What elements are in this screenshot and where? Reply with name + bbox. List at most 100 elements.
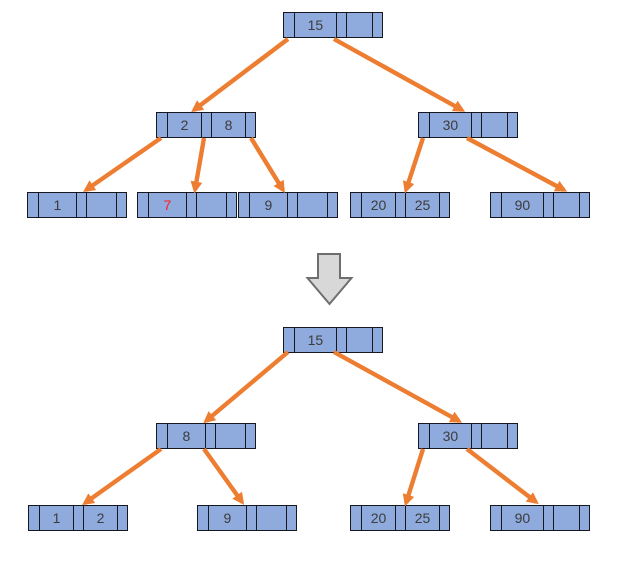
pointer-cell [542, 506, 553, 530]
key-cell: 15 [294, 13, 336, 37]
key-cell [552, 506, 579, 530]
btree-node-before-leaf-90: 90 [490, 192, 590, 218]
key-cell: 90 [501, 193, 543, 217]
pointer-cell [335, 13, 346, 37]
key-value: 1 [52, 510, 61, 526]
key-cell: 15 [294, 328, 336, 352]
pointer-cell [73, 506, 83, 530]
pointer-cell [439, 193, 449, 217]
pointer-cell [419, 113, 429, 137]
key-value: 25 [414, 197, 431, 213]
key-cell: 2 [167, 113, 201, 137]
key-cell: 9 [249, 193, 287, 217]
key-value: 15 [307, 332, 324, 348]
pointer-cell [491, 506, 501, 530]
key-value: 15 [307, 17, 324, 33]
key-cell [552, 193, 579, 217]
btree-node-after-leaf-9: 9 [197, 505, 297, 531]
key-cell: 9 [208, 506, 246, 530]
pointer-cell [157, 113, 167, 137]
pointer-cell [245, 113, 255, 137]
pointer-cell [507, 424, 517, 448]
key-value: 1 [53, 197, 62, 213]
key-cell [195, 193, 226, 217]
key-cell: 25 [405, 193, 439, 217]
key-cell: 30 [429, 113, 471, 137]
pointer-cell [204, 424, 215, 448]
key-cell: 90 [501, 506, 543, 530]
key-cell [345, 328, 372, 352]
key-cell [85, 193, 116, 217]
key-cell [480, 113, 507, 137]
key-cell: 8 [211, 113, 245, 137]
pointer-cell [507, 113, 517, 137]
key-cell [255, 506, 286, 530]
pointer-cell [579, 193, 589, 217]
pointer-cell [284, 13, 294, 37]
pointer-cell [327, 193, 337, 217]
btree-node-after-internal-8: 8 [156, 423, 256, 449]
pointer-cell [239, 193, 249, 217]
key-cell: 1 [38, 193, 76, 217]
pointer-cell [116, 193, 126, 217]
key-cell: 8 [167, 424, 205, 448]
pointer-cell [117, 506, 127, 530]
pointer-cell [491, 193, 501, 217]
pointer-cell [470, 424, 481, 448]
key-value: 90 [514, 510, 531, 526]
pointer-cell [419, 424, 429, 448]
key-value: 30 [442, 428, 459, 444]
pointer-cell [28, 193, 38, 217]
btree-node-before-internal-30: 30 [418, 112, 518, 138]
pointer-cell [75, 193, 86, 217]
pointer-cell [245, 424, 255, 448]
pointer-cell [351, 193, 361, 217]
key-value: 20 [370, 510, 387, 526]
key-cell [345, 13, 372, 37]
key-cell: 25 [405, 506, 439, 530]
key-cell [214, 424, 245, 448]
pointer-cell [395, 193, 405, 217]
key-value: 2 [96, 510, 105, 526]
pointer-cell [470, 113, 481, 137]
pointer-cell [286, 506, 296, 530]
btree-node-after-root-15: 15 [283, 327, 383, 353]
btree-node-before-leaf-1: 1 [27, 192, 127, 218]
pointer-cell [542, 193, 553, 217]
key-value: 30 [442, 117, 459, 133]
key-value: 7 [163, 197, 172, 213]
pointer-cell [157, 424, 167, 448]
pointer-cell [284, 328, 294, 352]
pointer-cell [372, 13, 382, 37]
key-value: 8 [224, 117, 233, 133]
key-value: 20 [370, 197, 387, 213]
pointer-cell [372, 328, 382, 352]
pointer-cell [185, 193, 196, 217]
key-cell [480, 424, 507, 448]
key-value: 25 [414, 510, 431, 526]
key-value: 90 [514, 197, 531, 213]
key-value: 2 [180, 117, 189, 133]
btree-node-before-leaf-9: 9 [238, 192, 338, 218]
pointer-cell [286, 193, 297, 217]
key-cell: 30 [429, 424, 471, 448]
pointer-cell [335, 328, 346, 352]
pointer-cell [351, 506, 361, 530]
key-value: 8 [182, 428, 191, 444]
btree-node-before-root-15: 15 [283, 12, 383, 38]
key-cell: 1 [39, 506, 73, 530]
key-value: 9 [223, 510, 232, 526]
btree-node-before-leaf-7: 7 [137, 192, 237, 218]
key-cell: 7 [148, 193, 186, 217]
key-value: 9 [264, 197, 273, 213]
pointer-cell [226, 193, 236, 217]
pointer-cell [201, 113, 211, 137]
key-cell: 2 [83, 506, 117, 530]
btree-node-after-internal-30: 30 [418, 423, 518, 449]
